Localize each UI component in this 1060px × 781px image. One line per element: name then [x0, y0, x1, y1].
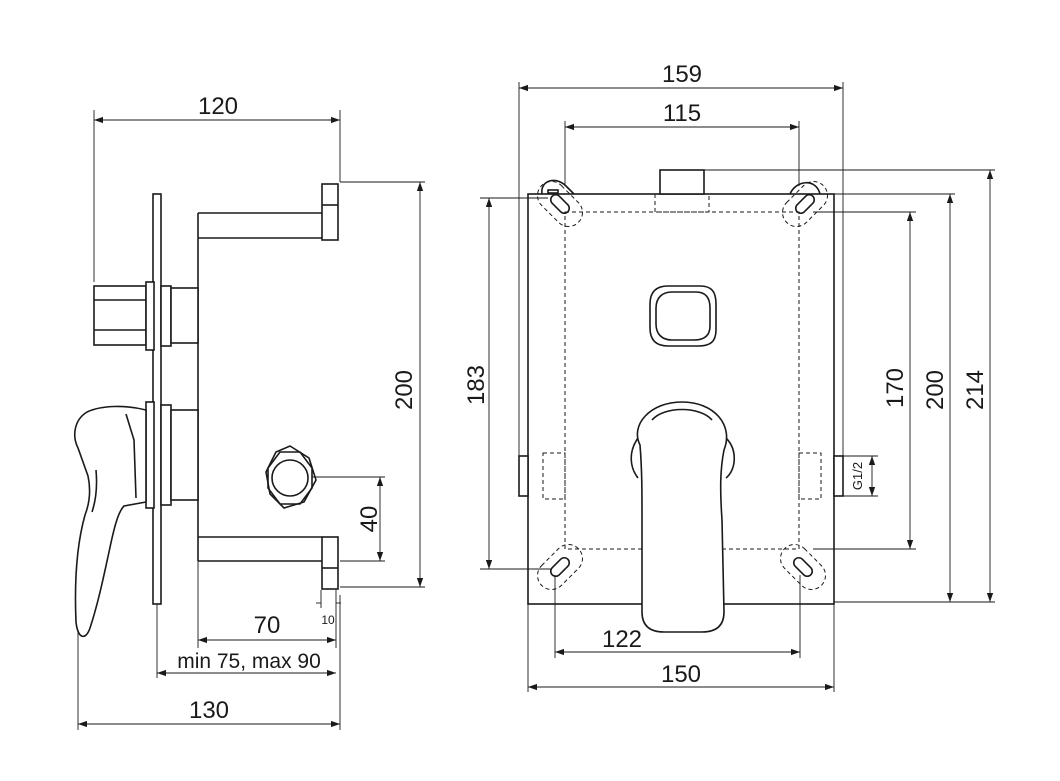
- cover-plate: [152, 193, 162, 605]
- dim-10-label: 10: [321, 613, 335, 627]
- side-extension-lines: [77, 110, 425, 730]
- diverter-knob-front: [649, 285, 717, 347]
- hex-outlet: [265, 445, 317, 509]
- dim-159-label: 159: [662, 61, 702, 88]
- front-dim-183: 183: [463, 198, 493, 569]
- lever-stem: [145, 401, 199, 509]
- side-dim-10: 10: [316, 602, 341, 627]
- dim-70-label: 70: [254, 612, 281, 639]
- front-extension-lines: [480, 82, 995, 692]
- dim-122-label: 122: [602, 626, 642, 653]
- lever-handle-side: [73, 405, 147, 638]
- right-fitting: [798, 452, 844, 500]
- dim-150-label: 150: [661, 661, 701, 688]
- side-dim-130: 130: [78, 697, 340, 728]
- thread-label: G1/2: [850, 462, 865, 490]
- front-dim-150: 150: [528, 661, 834, 691]
- front-dim-159: 159: [519, 61, 843, 92]
- front-dim-115: 115: [565, 100, 799, 131]
- dim-120-label: 120: [198, 93, 238, 120]
- front-dim-122: 122: [555, 626, 800, 656]
- diverter-knob: [93, 281, 199, 351]
- dim-130-label: 130: [189, 697, 229, 724]
- dim-40-label: 40: [356, 506, 383, 533]
- dim-214-label: 214: [962, 370, 989, 410]
- front-dim-214: 214: [962, 170, 994, 602]
- mounting-tab-top: [321, 183, 339, 241]
- dim-install-label: min 75, max 90: [177, 650, 321, 673]
- top-inlet: [654, 169, 710, 213]
- dim-200-side-label: 200: [391, 370, 418, 410]
- dim-170-label: 170: [882, 368, 909, 408]
- valve-body: [197, 183, 339, 590]
- front-dim-200: 200: [922, 194, 954, 602]
- side-view: 120 200 40 70 10 min 75, max 90 130: [73, 93, 425, 730]
- front-view: 159 115 183 170 200 214 G1/2 122: [463, 61, 995, 692]
- left-fitting: [518, 452, 566, 500]
- lever-handle-front: [630, 401, 736, 633]
- mounting-slots: [537, 179, 828, 590]
- side-dim-70: 70: [198, 612, 336, 644]
- mounting-tab-bottom: [321, 536, 339, 590]
- side-dim-120: 120: [94, 93, 340, 124]
- dim-115-label: 115: [663, 100, 701, 127]
- side-dim-install: min 75, max 90: [157, 650, 336, 677]
- front-dim-170: 170: [882, 212, 914, 549]
- dim-200-front-label: 200: [922, 370, 949, 410]
- front-dim-thread: G1/2: [850, 456, 876, 496]
- side-dim-200: 200: [391, 182, 424, 587]
- side-dim-40: 40: [356, 477, 384, 561]
- dim-183-label: 183: [463, 365, 490, 405]
